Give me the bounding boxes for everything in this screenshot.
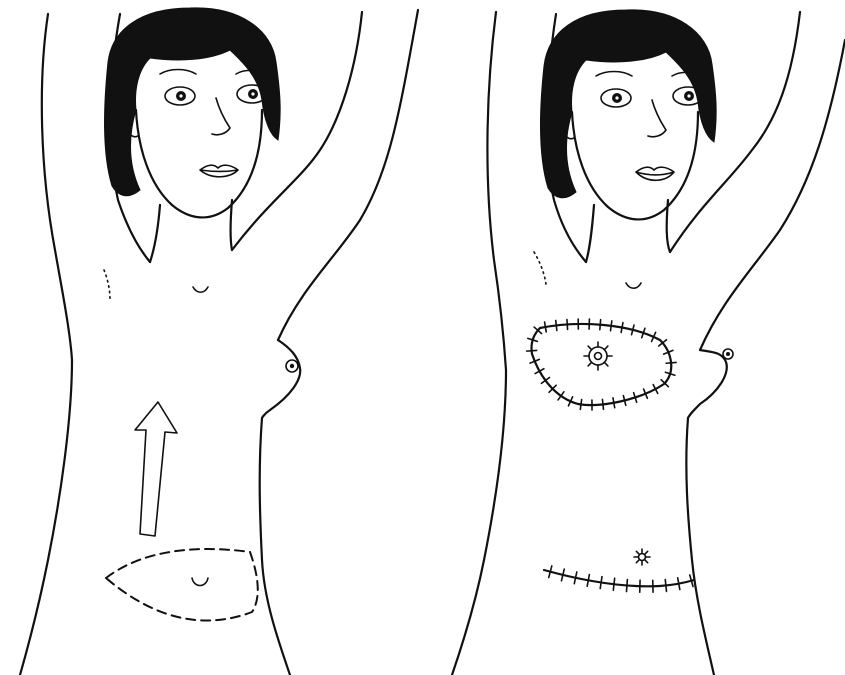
torso-right-side-2 bbox=[686, 418, 714, 675]
sternal-notch bbox=[193, 287, 208, 292]
lips-2 bbox=[636, 167, 674, 180]
suture-tick bbox=[626, 580, 627, 592]
suture-tick bbox=[567, 319, 568, 329]
suture-tick bbox=[602, 399, 603, 409]
left-eye-glint-2 bbox=[615, 96, 618, 99]
flap-outline bbox=[106, 549, 258, 620]
right-eye-glint-2 bbox=[687, 94, 690, 97]
suture-tick bbox=[556, 320, 557, 330]
suture-tick bbox=[613, 398, 615, 408]
right-breast-2 bbox=[688, 350, 727, 418]
umbilicus-sutures bbox=[634, 549, 650, 565]
face-outline bbox=[136, 110, 262, 217]
neck-left bbox=[150, 205, 160, 262]
right-nipple-center bbox=[290, 364, 294, 368]
right-eye-glint bbox=[251, 92, 254, 95]
panel-after bbox=[452, 10, 845, 675]
umbilicus-suture-tick bbox=[636, 559, 639, 562]
areola-sutures bbox=[584, 342, 612, 370]
left-eyebrow bbox=[160, 70, 196, 75]
face-outline-2 bbox=[572, 112, 698, 219]
nose-2 bbox=[648, 100, 666, 137]
left-arm-outer-2 bbox=[487, 12, 506, 370]
donor-direction-arrow bbox=[135, 402, 177, 536]
suture-tick bbox=[527, 350, 537, 351]
left-axilla-mark-2 bbox=[534, 252, 546, 284]
suture-tick bbox=[678, 578, 680, 590]
areola-suture-tick bbox=[604, 362, 608, 366]
suture-tick bbox=[600, 577, 602, 589]
umbilicus-suture-tick bbox=[644, 551, 647, 554]
areola-suture-tick bbox=[604, 346, 608, 350]
suture-tick bbox=[665, 580, 666, 592]
areola-suture-tick bbox=[588, 346, 592, 350]
suture-tick bbox=[621, 323, 623, 333]
panel-before bbox=[20, 8, 418, 675]
suture-tick bbox=[587, 575, 589, 587]
abdominal-sutures bbox=[549, 566, 693, 592]
torso-left-side-2 bbox=[452, 370, 506, 675]
suture-tick bbox=[545, 322, 547, 332]
torso-right-side bbox=[260, 418, 290, 675]
umbilicus-before bbox=[192, 578, 208, 586]
left-eyebrow-2 bbox=[596, 72, 632, 77]
right-nipple-center-2 bbox=[726, 352, 730, 356]
suture-tick bbox=[580, 400, 581, 410]
torso-left-side bbox=[20, 360, 72, 675]
suture-tick bbox=[600, 320, 601, 330]
lips bbox=[200, 165, 238, 177]
suture-tick bbox=[666, 362, 676, 363]
neck-right bbox=[231, 200, 233, 250]
left-eye-glint bbox=[179, 94, 182, 97]
umbilicus-suture-tick bbox=[636, 551, 639, 554]
right-arm-outer-2 bbox=[700, 40, 845, 350]
sternal-notch-2 bbox=[626, 283, 641, 288]
suture-tick bbox=[613, 578, 614, 590]
reconstructed-nipple bbox=[595, 353, 602, 360]
areola-suture-tick bbox=[588, 362, 592, 366]
left-arm-outer bbox=[42, 14, 72, 360]
left-axilla-mark bbox=[104, 270, 110, 300]
neck-left-2 bbox=[586, 205, 594, 262]
abdominal-suture-line bbox=[544, 570, 694, 586]
nose bbox=[212, 98, 230, 135]
umbilicus-suture-tick bbox=[644, 559, 647, 562]
suture-tick bbox=[611, 321, 612, 331]
right-breast bbox=[262, 340, 300, 418]
